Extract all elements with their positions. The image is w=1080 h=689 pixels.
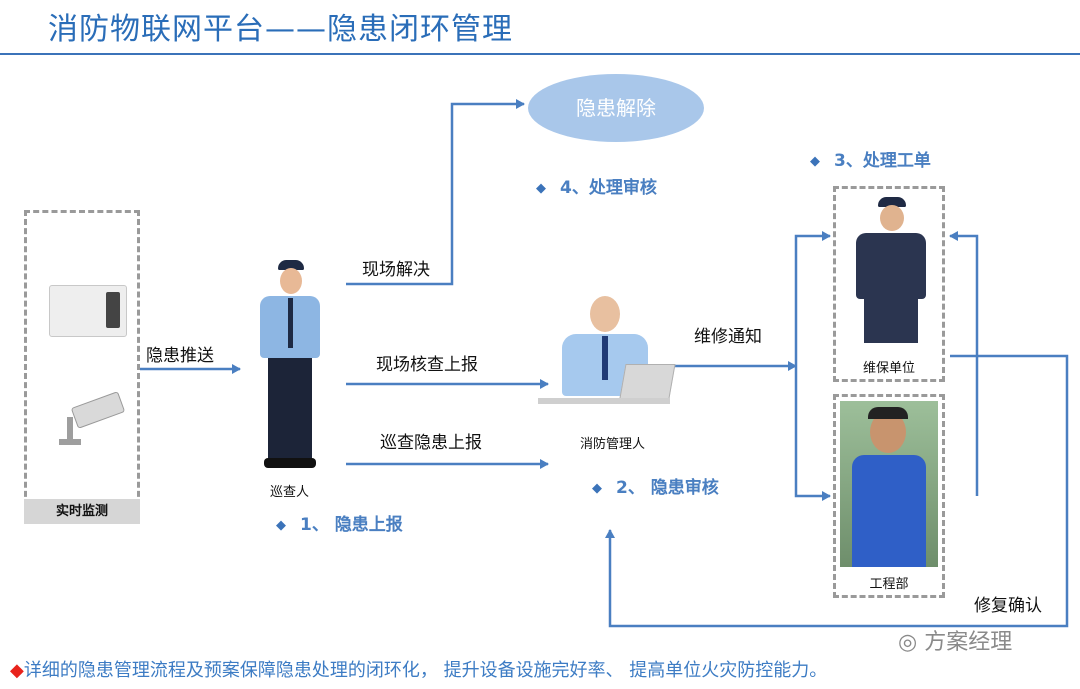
maintenance-unit-caption: 维保单位 <box>862 361 915 376</box>
step-label-4: ◆4、处理审核 <box>536 178 657 198</box>
diamond-bullet-icon: ◆ <box>536 181 546 196</box>
camera-icon <box>55 391 135 451</box>
diamond-bullet-icon: ◆ <box>810 154 820 169</box>
monitor-device <box>49 285 127 337</box>
arrow-repair-confirm <box>605 354 1069 628</box>
step-label-1: ◆1、 隐患上报 <box>276 515 403 535</box>
wechat-icon: ◎ <box>898 630 918 655</box>
inspector-figure <box>248 258 332 472</box>
arrow-onsite-resolve <box>346 99 525 286</box>
edge-label-verify-report: 现场核查上报 <box>376 355 478 375</box>
engineering-box: 工程部 <box>833 394 945 598</box>
inspector-caption: 巡查人 <box>270 485 310 500</box>
monitor-footer-label: 实时监测 <box>24 499 140 524</box>
edge-label-push: 隐患推送 <box>146 346 214 366</box>
arrow-to-engineering <box>794 366 831 501</box>
maintenance-unit-box: 维保单位 <box>833 186 945 382</box>
diamond-bullet-icon: ◆ <box>276 518 286 533</box>
edge-label-repair-notice: 维修通知 <box>694 327 762 347</box>
engineering-caption: 工程部 <box>869 577 909 592</box>
footer-note: ◆详细的隐患管理流程及预案保障隐患处理的闭环化， 提升设备设施完好率、 提高单位… <box>10 660 828 681</box>
engineering-photo <box>840 401 938 567</box>
page-title: 消防物联网平台——隐患闭环管理 <box>48 12 513 47</box>
edge-label-repair-confirm: 修复确认 <box>974 596 1042 616</box>
edge-label-onsite-resolve: 现场解决 <box>362 260 430 280</box>
step-label-3: ◆3、处理工单 <box>810 151 931 171</box>
arrow-to-maintenance <box>794 231 831 366</box>
maintenance-worker-figure <box>850 195 932 345</box>
edge-label-patrol-report: 巡查隐患上报 <box>380 433 482 453</box>
arrow-back-maintenance <box>949 231 979 496</box>
monitor-box <box>24 210 140 524</box>
manager-figure <box>538 294 676 412</box>
manager-caption: 消防管理人 <box>580 437 646 452</box>
step-label-2: ◆2、 隐患审核 <box>592 478 719 498</box>
watermark: ◎ 方案经理 <box>898 630 1013 655</box>
title-divider <box>0 53 1080 55</box>
resolved-node: 隐患解除 <box>528 74 704 142</box>
red-diamond-bullet-icon: ◆ <box>10 660 24 681</box>
diamond-bullet-icon: ◆ <box>592 481 602 496</box>
